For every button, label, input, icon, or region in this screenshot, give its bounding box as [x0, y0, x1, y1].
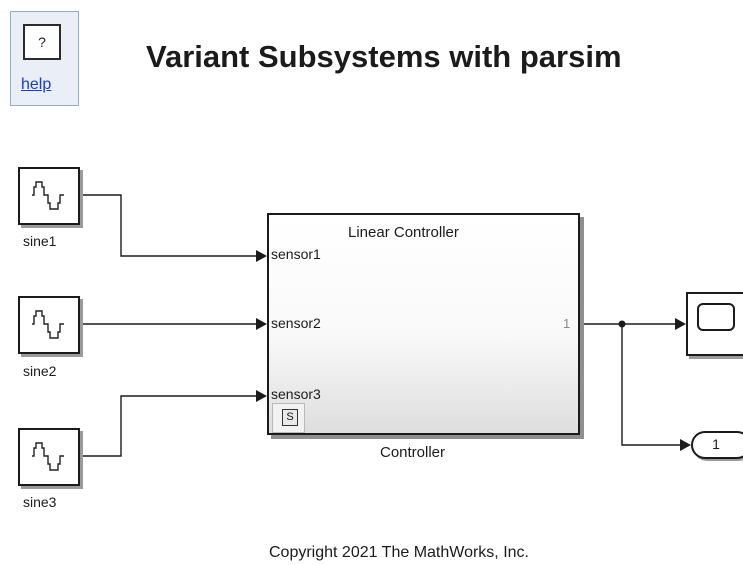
- scope-block[interactable]: [686, 292, 743, 356]
- scope-icon: [697, 303, 735, 331]
- active-variant-label: Linear Controller: [348, 224, 459, 241]
- arrow-scope: [675, 318, 686, 330]
- outport-number: 1: [712, 436, 720, 452]
- subsystem-icon: S: [282, 409, 298, 426]
- line-sine3-sensor3: [80, 395, 256, 457]
- controller-label: Controller: [380, 444, 446, 461]
- port-sensor3: sensor3: [271, 386, 321, 402]
- sine2-block[interactable]: [18, 296, 80, 354]
- arrow-outport: [680, 439, 691, 451]
- copyright-text: Copyright 2021 The MathWorks, Inc.: [269, 544, 529, 561]
- controller-block[interactable]: [267, 213, 580, 435]
- sine3-block[interactable]: [18, 428, 80, 486]
- branch-point: [618, 320, 626, 328]
- sine1-block[interactable]: [18, 167, 80, 225]
- model-title: Variant Subsystems with parsim: [146, 39, 622, 74]
- outport-block[interactable]: 1: [691, 431, 743, 459]
- sine-wave-icon: [32, 181, 64, 210]
- line-branch-outport: [621, 324, 680, 446]
- sine-wave-icon: [32, 310, 64, 339]
- line-sine1-sensor1: [80, 194, 256, 257]
- help-question-icon: ?: [23, 24, 61, 60]
- arrow-sensor3: [256, 390, 267, 402]
- arrow-sensor1: [256, 250, 267, 262]
- subsystem-badge[interactable]: S: [272, 403, 305, 433]
- port-sensor1: sensor1: [271, 246, 321, 262]
- arrow-sensor2: [256, 318, 267, 330]
- help-link[interactable]: help: [21, 76, 52, 93]
- port-sensor2: sensor2: [271, 315, 321, 331]
- sine3-label: sine3: [23, 494, 57, 510]
- sine-wave-icon: [32, 442, 64, 471]
- help-block[interactable]: ? help: [10, 11, 79, 106]
- output-port-number: 1: [563, 316, 571, 331]
- sine2-label: sine2: [23, 363, 57, 379]
- sine1-label: sine1: [23, 233, 57, 249]
